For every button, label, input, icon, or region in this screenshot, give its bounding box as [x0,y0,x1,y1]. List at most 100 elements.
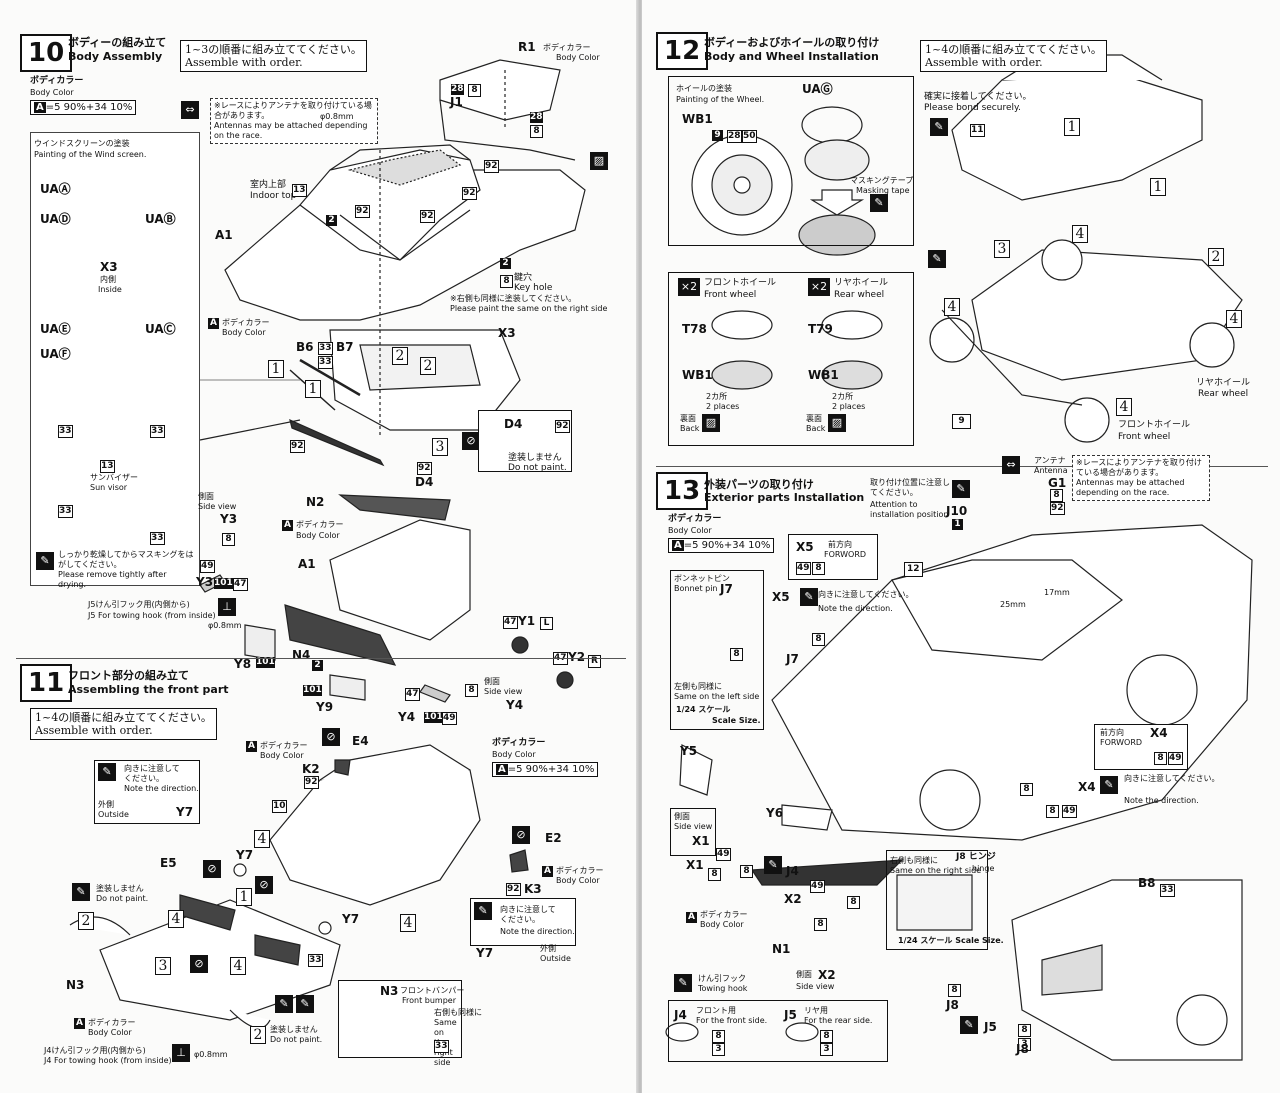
dim-17mm: 17mm [1044,588,1070,597]
color-101-c: 101 [303,685,322,696]
color-49-j4: 49 [810,880,825,893]
back-jp-f: 裏面 [680,414,696,423]
front-wheel-label-en: Front wheel [1118,432,1171,442]
color-101-d: 101 [424,712,443,723]
bonnet-pin-box [670,570,764,730]
rear-wheel-label-en: Rear wheel [1198,389,1249,399]
color-28: 28 [451,84,464,95]
qty-badge-front: ×2 [678,278,700,296]
color-92-h: 92 [304,776,319,789]
color-28-w: 28 [727,130,742,143]
a-key-4: A [542,866,553,877]
j4-hook-jp: J4けん引フック用(内側から) [44,1046,146,1055]
no-paint-en-11a: Do not paint. [96,894,149,903]
color-9: 9 [712,130,723,141]
part-j5-rear: J5 [984,1020,997,1034]
r1-body-color-en: Body Color [556,53,600,62]
part-e2: E2 [545,831,562,845]
no-paint-icon-b: ⊘ [255,876,273,894]
step-10-order-note: 1~3の順番に組み立ててください。 Assemble with order. [180,40,367,72]
part-x1: X1 [686,858,704,872]
antenna-note-13-en: Antennas may be attached depending on th… [1076,478,1185,497]
hinge-jp: J8 ヒンジ [956,852,996,862]
color-8-g1: 8 [1050,489,1063,502]
part-x3: X3 [498,326,516,340]
no-paint-icon-e4: ⊘ [322,728,340,746]
y4-side-view-jp: 側面 [484,677,500,686]
front-wheel-label-jp: フロントホイール [1118,420,1191,430]
x1-side-en: Side view [674,822,713,831]
part-j4-hook: J4 [674,1008,687,1022]
brush-icon-bond: ✎ [930,118,948,136]
rear-wheel-jp: リヤホイール [834,278,889,288]
part-x4-detail: X4 [1150,726,1168,740]
part-b6: B6 [296,340,314,354]
bonnet-pin-jp: ボンネットピン [674,574,730,583]
dim-25mm: 25mm [1000,600,1026,609]
brush-icon-np: ✎ [72,883,90,901]
n1-body-color-en: Body Color [700,920,744,929]
step-12-number: 12 [656,32,709,70]
part-wb1-paint: WB1 [682,112,713,126]
towing-en: Towing hook [698,984,748,993]
part-x4: X4 [1078,780,1096,794]
left-page: 10 ボディーの組み立て Body Assembly 1~3の順番に組み立ててく… [0,0,638,1093]
n1-body-color-jp: ボディカラー [700,910,748,919]
paint-brush-icon: ✎ [36,552,54,570]
side-l-badge: L [540,617,553,630]
brush-icon-mask: ✎ [870,194,888,212]
part-wb1-front: WB1 [682,368,713,382]
n2-body-color-jp: ボディカラー [296,520,344,529]
step-11-body-color-jp: ボディカラー [492,738,546,748]
part-y5: Y5 [680,744,698,758]
formula-key: A [34,102,46,113]
y7b-direction-jp2: ください。 [500,915,540,924]
sun-visor-color: 13 [100,460,115,473]
step-11-title-en: Assembling the front part [68,683,229,696]
step-13-divider [656,466,1268,467]
part-j8-b: J8 [1016,1042,1029,1056]
color-8-j8b: 8 [1018,1024,1031,1037]
right-side-note-jp: ※右側も同様に塗装してください。 [450,294,577,303]
mask-note-en: Please remove tightly after drying. [58,570,167,589]
color-8-x2b: 8 [814,918,827,931]
y7-direction-jp2: ください。 [124,774,164,783]
seq-1-12b: 1 [1150,178,1166,196]
step-13-title-en: Exterior parts Installation [704,491,865,504]
hinge-en: hinge [972,864,995,873]
color-33-c: 33 [58,505,73,518]
antenna-note-jp: ※レースによりアンテナを取り付けている場合があります。 [214,101,372,120]
stripe-icon-r: ▨ [828,414,846,432]
color-92-g1: 92 [1050,502,1065,515]
left-same-jp: 左側も同様に [674,682,722,691]
antenna-note-13-jp: ※レースによりアンテナを取り付けている場合があります。 [1076,458,1202,477]
y7-direction-jp: 向きに注意して [124,764,180,773]
no-paint-en-11b: Do not paint. [270,1035,323,1044]
part-x1-side: X1 [692,834,710,848]
color-101-b: 101 [256,657,275,668]
color-8-x4c: 8 [1046,805,1059,818]
part-n3: N3 [66,978,85,992]
color-8-j7: 8 [730,648,743,661]
ua-d-label: UAⒹ [40,212,71,226]
j5-hole-size: φ0.8mm [208,621,242,630]
brush-icon-j4: ✎ [764,856,782,874]
color-2-b: 2 [500,258,511,269]
formula-rest-13: =5 90%+34 10% [683,540,771,551]
color-3-j5h: 3 [820,1043,833,1056]
color-8-x1b: 8 [740,865,753,878]
seq-2-12: 2 [1208,248,1224,266]
towing-jp: けん引フック [698,974,746,983]
r1-body-color: ボディカラー [543,43,591,52]
part-j10: J10 [946,504,968,518]
chassis-part-9: 9 [952,414,971,429]
part-x5: X5 [772,590,790,604]
wheel-paint-jp: ホイールの塗装 [676,84,732,93]
x5-direction-en: Note the direction. [818,604,893,613]
a1-body-color-en: Body Color [222,328,266,337]
j5-hook-jp: J5けん引フック用(内側から) [88,600,190,609]
rear-wheel-label-jp: リヤホイール [1196,378,1251,388]
attention-jp: 取り付け位置に注意してください。 [870,478,950,497]
part-y1: Y1 [518,614,536,628]
masking-en: Masking tape [856,186,910,195]
